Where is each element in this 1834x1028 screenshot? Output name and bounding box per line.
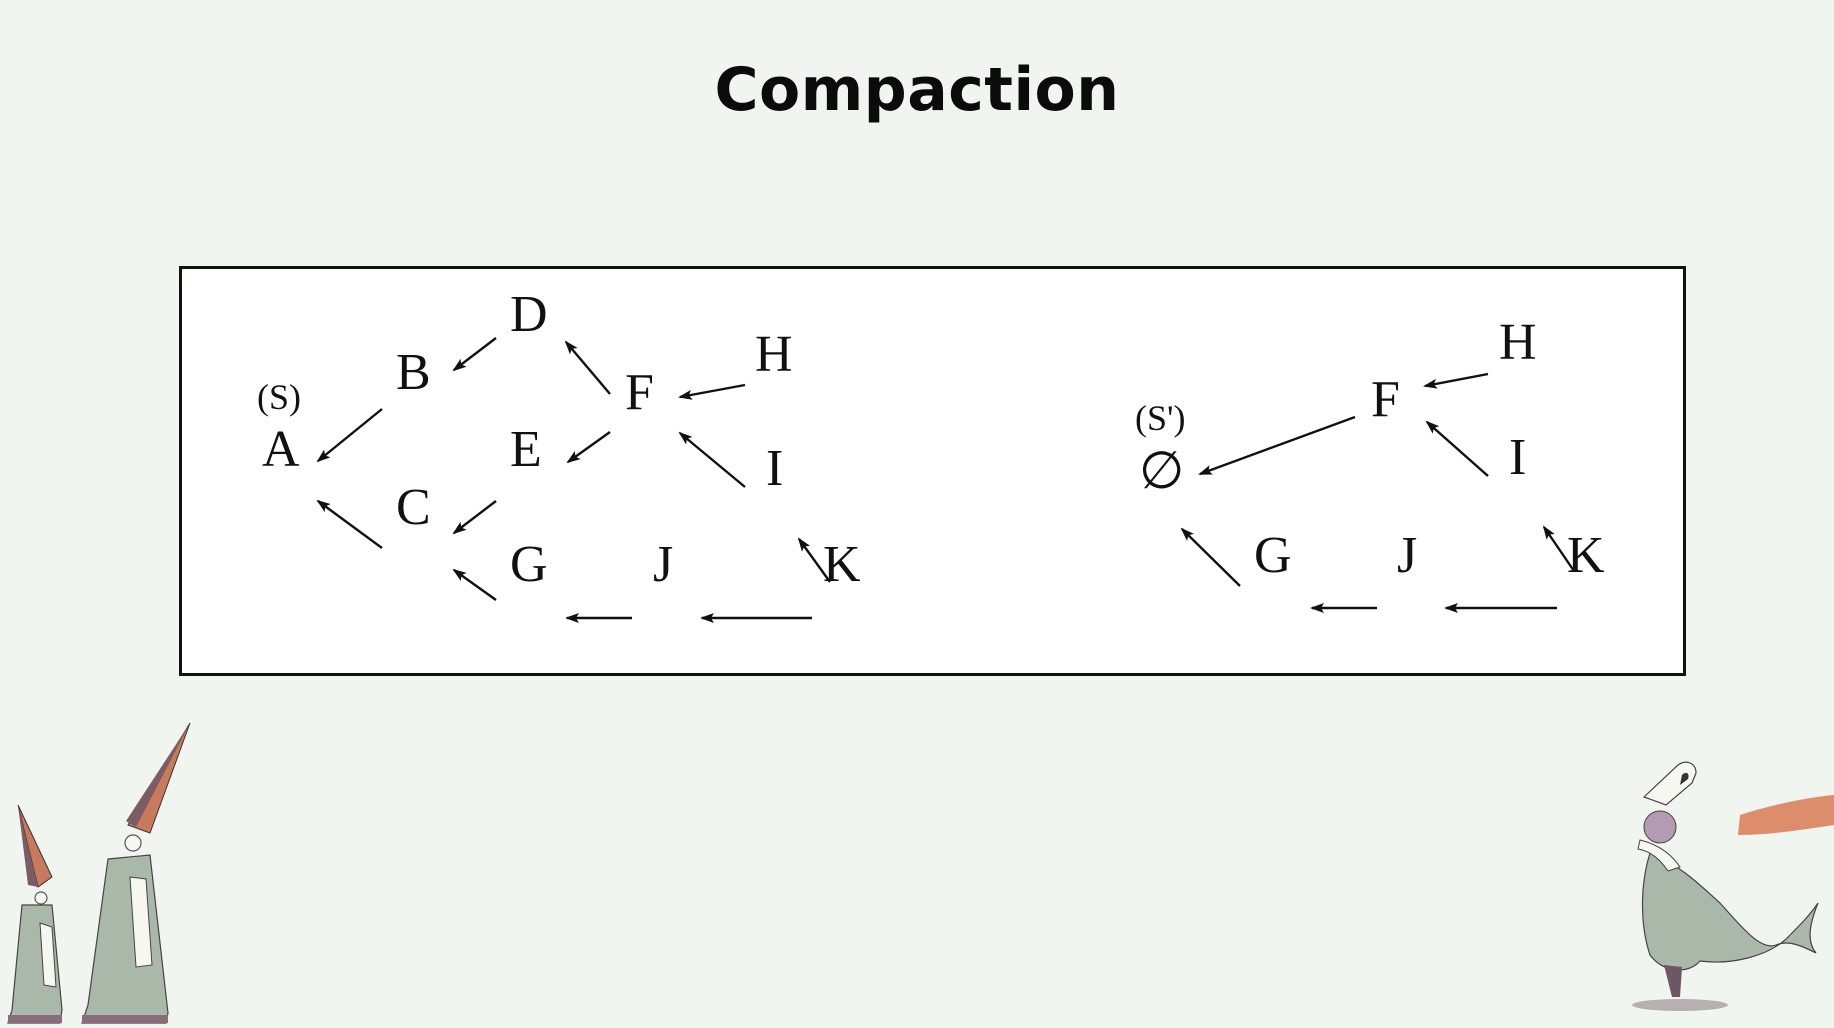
- left-node-b: B: [396, 344, 431, 401]
- pointed-hat-figures-illustration: [7, 722, 191, 1024]
- left-node-a: A: [262, 421, 300, 478]
- left-node-e: E: [510, 421, 542, 478]
- right-node-j: J: [1397, 527, 1417, 584]
- left-edge-i-f: [678, 431, 746, 488]
- left-edge-f-e: [566, 431, 611, 464]
- left-node-c: C: [396, 479, 431, 536]
- left-node-i: I: [766, 440, 783, 497]
- right-edge-h-f: [1423, 372, 1489, 389]
- right-edge-g-empty: [1180, 527, 1241, 587]
- right-node-i: I: [1509, 429, 1526, 486]
- left-edge-d-b: [452, 337, 497, 372]
- right-edge-f-empty: [1198, 415, 1356, 476]
- right-edge-i-f: [1425, 420, 1489, 477]
- left-edge-k-i: [797, 537, 831, 583]
- compaction-diagram: (S) A B C D E F G H I J K (: [257, 286, 1605, 623]
- left-edge-g-c: [452, 568, 497, 601]
- left-edge-f-d: [564, 340, 611, 395]
- left-edge-h-f: [678, 383, 746, 400]
- right-graph: (S') ∅ F G H I J K: [1135, 314, 1605, 613]
- left-edge-e-c: [452, 500, 497, 535]
- right-source-label: (S'): [1135, 398, 1185, 438]
- right-node-h: H: [1499, 314, 1537, 371]
- left-graph: (S) A B C D E F G H I J K: [257, 286, 861, 623]
- right-node-empty: ∅: [1139, 443, 1184, 500]
- left-edge-b-a: [316, 408, 383, 463]
- right-node-k: K: [1567, 527, 1605, 584]
- left-edge-c-a: [316, 499, 383, 549]
- diagram-frame: (S) A B C D E F G H I J K (: [179, 266, 1686, 676]
- right-node-g: G: [1254, 527, 1292, 584]
- left-source-label: (S): [257, 377, 301, 417]
- left-node-h: H: [755, 326, 793, 383]
- masked-dancer-illustration: [1632, 761, 1834, 1011]
- slide-title: Compaction: [714, 55, 1120, 125]
- left-node-d: D: [510, 286, 548, 343]
- right-node-f: F: [1371, 371, 1400, 428]
- right-edge-k-i: [1542, 525, 1575, 572]
- left-node-g: G: [510, 536, 548, 593]
- left-node-j: J: [653, 536, 673, 593]
- left-node-k: K: [823, 536, 861, 593]
- left-node-f: F: [625, 364, 654, 421]
